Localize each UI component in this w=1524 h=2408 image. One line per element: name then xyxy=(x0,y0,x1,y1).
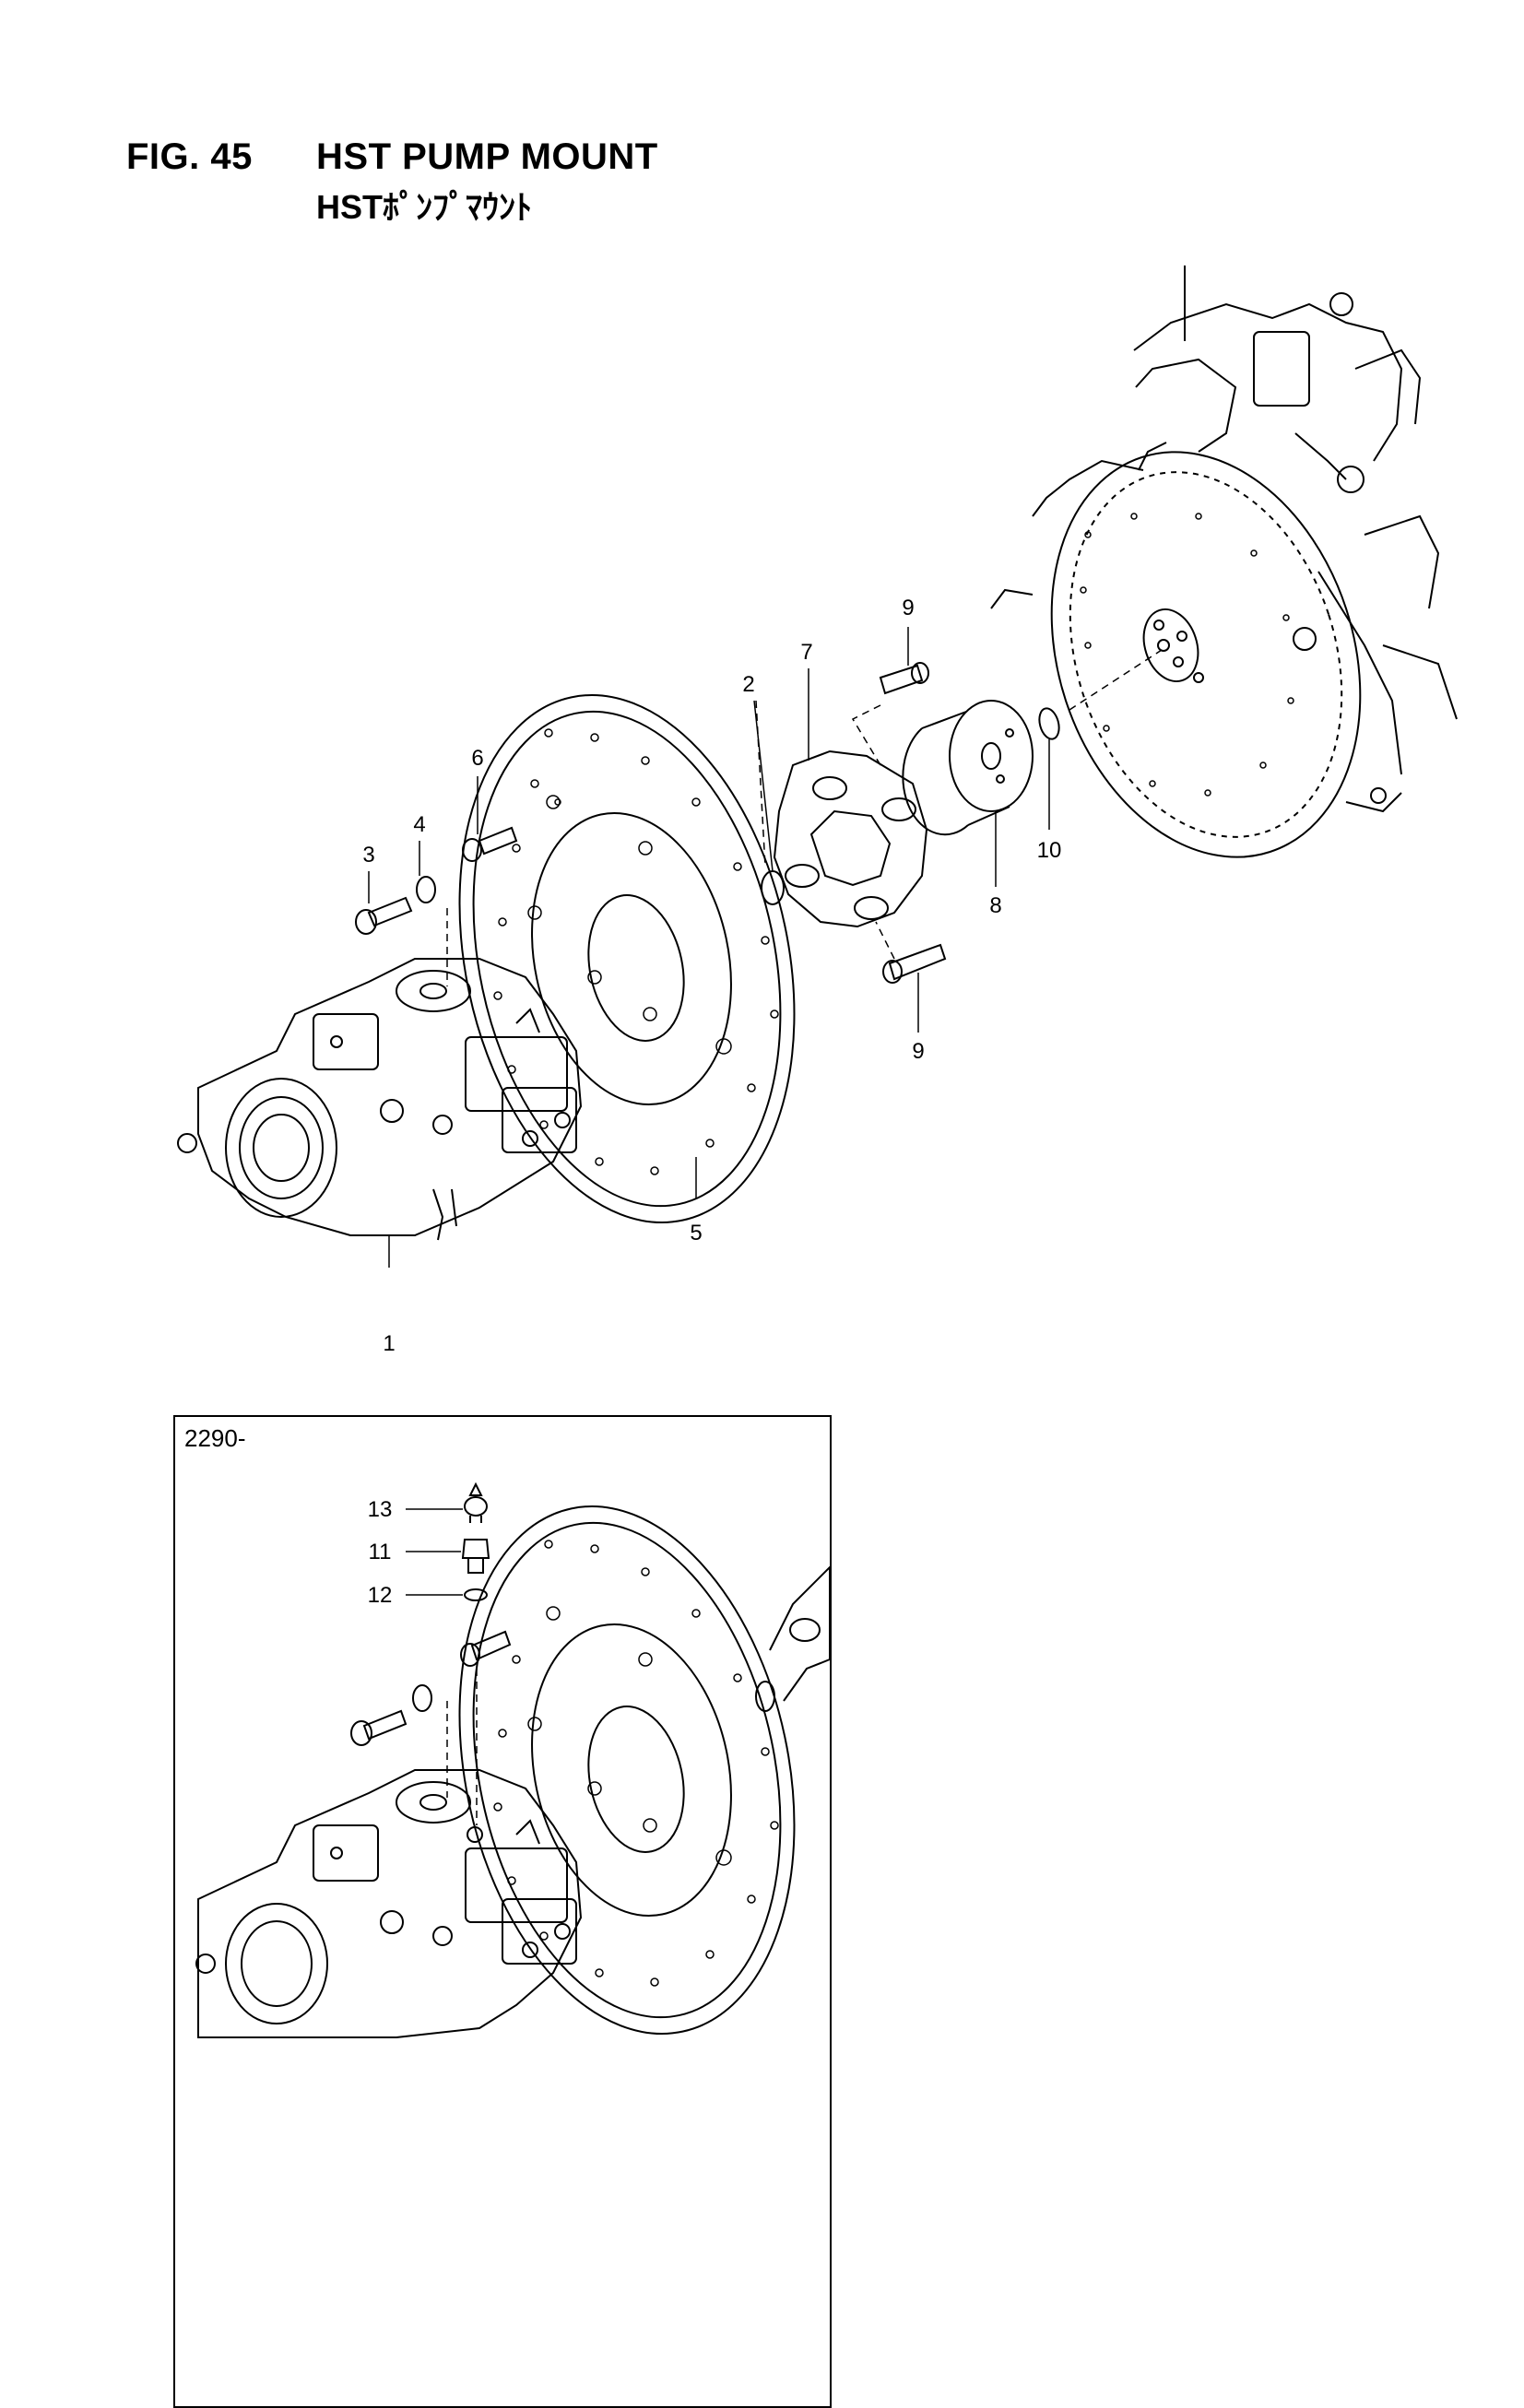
leader-lines xyxy=(368,627,1050,1268)
callout-6: 6 xyxy=(471,746,483,771)
part-1-hst-pump xyxy=(177,958,583,1241)
alignment-lines xyxy=(446,649,1163,986)
callout-12: 12 xyxy=(368,1583,393,1608)
callout-1: 1 xyxy=(383,1331,395,1356)
callout-13: 13 xyxy=(368,1497,393,1522)
figure-title-english: HST PUMP MOUNT xyxy=(316,136,658,177)
figure-number: FIG. 45 xyxy=(126,136,253,177)
callout-5: 5 xyxy=(690,1221,702,1245)
callout-8: 8 xyxy=(989,893,1001,918)
callout-9-lower: 9 xyxy=(912,1039,924,1064)
callout-7: 7 xyxy=(800,640,812,665)
callout-2: 2 xyxy=(742,672,754,697)
callout-4: 4 xyxy=(413,812,425,837)
inset-frame xyxy=(173,1415,832,2408)
part-9-bolt-lower xyxy=(882,943,947,984)
inset-serial-label: 2290- xyxy=(184,1424,246,1452)
callout-11: 11 xyxy=(369,1540,392,1564)
inset-callouts: 13 11 12 xyxy=(368,1497,393,1608)
part-4-washer xyxy=(416,876,436,903)
part-12-o-ring xyxy=(464,1588,488,1601)
part-7-coupling xyxy=(773,750,928,928)
part-13-fitting xyxy=(464,1481,488,1523)
main-callouts: 1 2 3 4 5 6 7 8 9 9 10 xyxy=(362,596,1061,1356)
part-3-bolt xyxy=(355,896,413,935)
part-6-bolt xyxy=(462,826,518,862)
part-5-flange-plate xyxy=(458,694,796,1223)
inset-drawing xyxy=(195,1481,831,2038)
part-8-hub xyxy=(902,700,1034,836)
part-9-bolt-upper xyxy=(879,662,929,695)
callout-3: 3 xyxy=(362,843,374,868)
exploded-parts-diagram: 1 2 3 4 5 6 7 8 9 9 10 xyxy=(177,266,1458,2038)
engine-flywheel-housing xyxy=(990,266,1458,858)
part-10-o-ring xyxy=(1038,707,1060,740)
callout-9-upper: 9 xyxy=(902,596,914,620)
part-11-adapter xyxy=(461,1539,490,1574)
figure-title-japanese: HSTﾎﾟﾝﾌﾟﾏｳﾝﾄ xyxy=(316,188,532,226)
callout-10: 10 xyxy=(1037,838,1062,863)
